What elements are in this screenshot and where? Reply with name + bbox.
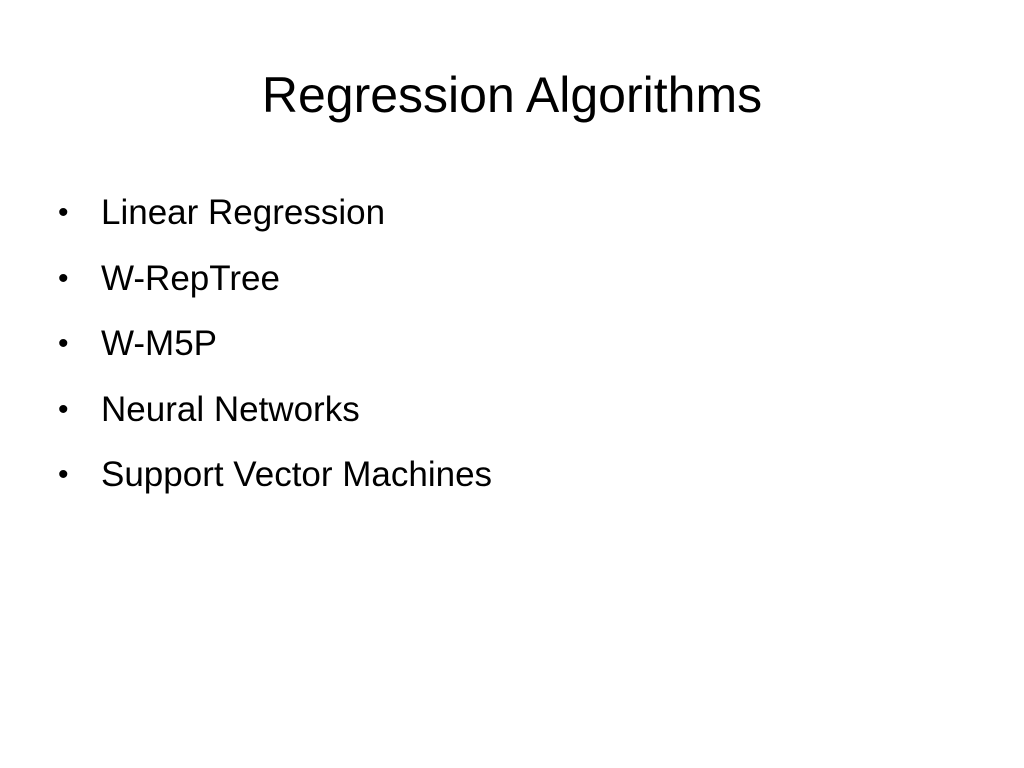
bullet-icon: • [58,458,69,491]
list-item-text: Linear Regression [101,193,386,232]
bullet-icon: • [58,196,69,229]
bullet-icon: • [58,327,69,360]
bullet-icon: • [58,392,69,426]
list-item-text: W-RepTree [101,258,280,298]
bullet-icon: • [58,261,69,295]
slide-title: Regression Algorithms [261,67,763,123]
list-item-text: Support Vector Machines [101,455,493,494]
list-item-text: W-M5P [101,324,218,363]
list-item-text: Neural Networks [101,389,360,429]
